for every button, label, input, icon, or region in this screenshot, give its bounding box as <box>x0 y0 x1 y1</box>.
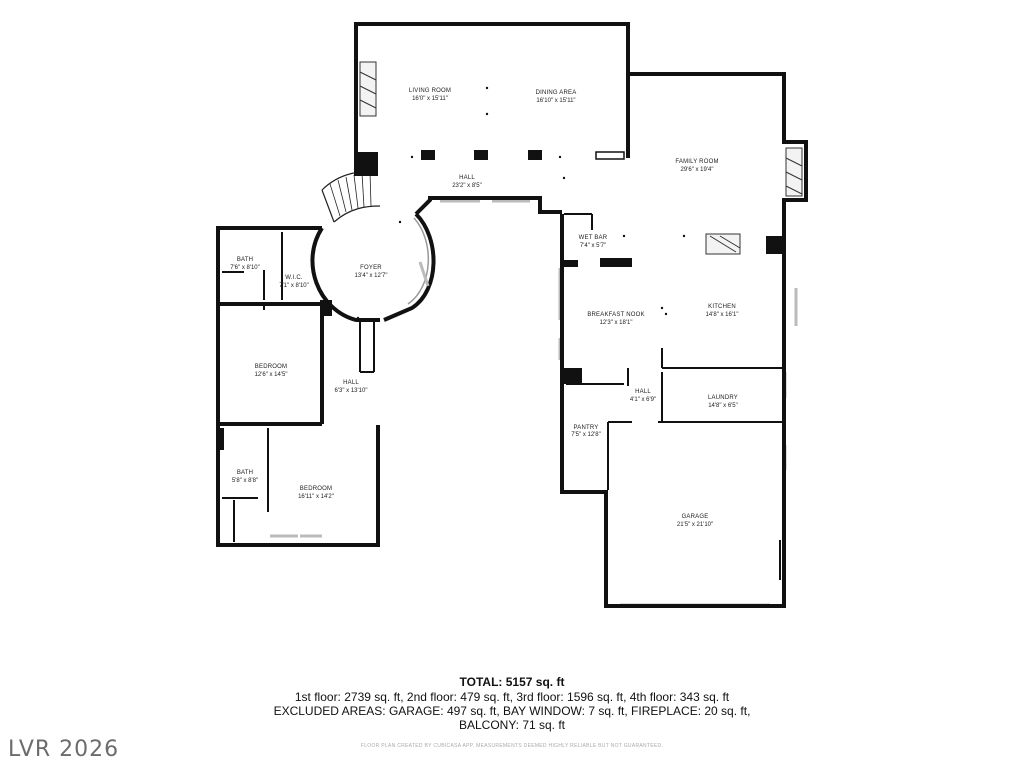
room-name: BREAKFAST NOOK <box>587 312 644 318</box>
room-dimensions: 29'6" x 19'4" <box>681 167 714 173</box>
room-name: BATH <box>237 257 253 263</box>
room-dimensions: 14'8" x 16'1" <box>706 312 739 318</box>
room-dimensions: 6'3" x 13'10" <box>335 388 368 394</box>
room-dimensions: 5'8" x 8'8" <box>232 478 258 484</box>
room-labels: LIVING ROOM 16'0" x 15'11" DINING AREA 1… <box>230 88 738 528</box>
excluded-areas: EXCLUDED AREAS: GARAGE: 497 sq. ft, BAY … <box>273 704 751 718</box>
room-dimensions: 12'3" x 18'1" <box>600 320 633 326</box>
room-name: HALL <box>343 380 359 386</box>
room-name: W.I.C. <box>285 275 303 281</box>
room-dimensions: 7'4" x 5'7" <box>580 243 606 249</box>
foyer-rotunda <box>310 212 436 322</box>
room-dimensions: 7'6" x 8'10" <box>230 265 260 271</box>
room-dimensions: 16'10" x 15'11" <box>536 98 575 104</box>
room-dimensions: 13'4" x 12'7" <box>355 273 388 279</box>
room-dimensions: 23'2" x 8'5" <box>452 183 482 189</box>
room-dimensions: 7'5" x 12'8" <box>571 432 601 438</box>
room-name: LIVING ROOM <box>409 88 451 94</box>
room-name: PANTRY <box>574 425 599 431</box>
room-name: KITCHEN <box>708 304 736 310</box>
room-dimensions: 7'1" x 8'10" <box>279 283 309 289</box>
room-name: BEDROOM <box>255 364 287 370</box>
room-name: WET BAR <box>579 235 608 241</box>
balcony-area: BALCONY: 71 sq. ft <box>458 718 566 732</box>
walls <box>216 22 808 608</box>
room-name: LAUNDRY <box>708 395 738 401</box>
room-name: FOYER <box>360 265 382 271</box>
disclaimer-footnote: FLOOR PLAN CREATED BY CUBICASA APP. MEAS… <box>360 743 664 749</box>
room-name: HALL <box>635 389 651 395</box>
room-dimensions: 14'8" x 6'5" <box>708 403 738 409</box>
room-dimensions: 16'0" x 15'11" <box>412 96 448 102</box>
room-name: FAMILY ROOM <box>675 159 718 165</box>
watermark: LVR 2026 <box>8 737 120 762</box>
room-dimensions: 4'1" x 6'9" <box>630 397 656 403</box>
area-summary: TOTAL: 5157 sq. ft 1st floor: 2739 sq. f… <box>0 675 1024 732</box>
room-name: DINING AREA <box>536 90 577 96</box>
floor-areas: 1st floor: 2739 sq. ft, 2nd floor: 479 s… <box>294 690 730 704</box>
interior-partitions <box>222 213 782 580</box>
fireplaces <box>359 61 803 255</box>
columns <box>216 150 784 450</box>
room-name: BATH <box>237 470 253 476</box>
staircase <box>321 170 381 223</box>
fixtures <box>356 86 686 320</box>
total-area: TOTAL: 5157 sq. ft <box>459 675 565 689</box>
room-name: GARAGE <box>682 514 709 520</box>
room-dimensions: 21'5" x 21'10" <box>677 522 713 528</box>
room-dimensions: 12'6" x 14'5" <box>255 372 288 378</box>
room-dimensions: 16'11" x 14'2" <box>298 494 334 500</box>
room-name: HALL <box>459 175 475 181</box>
room-name: BEDROOM <box>300 486 332 492</box>
